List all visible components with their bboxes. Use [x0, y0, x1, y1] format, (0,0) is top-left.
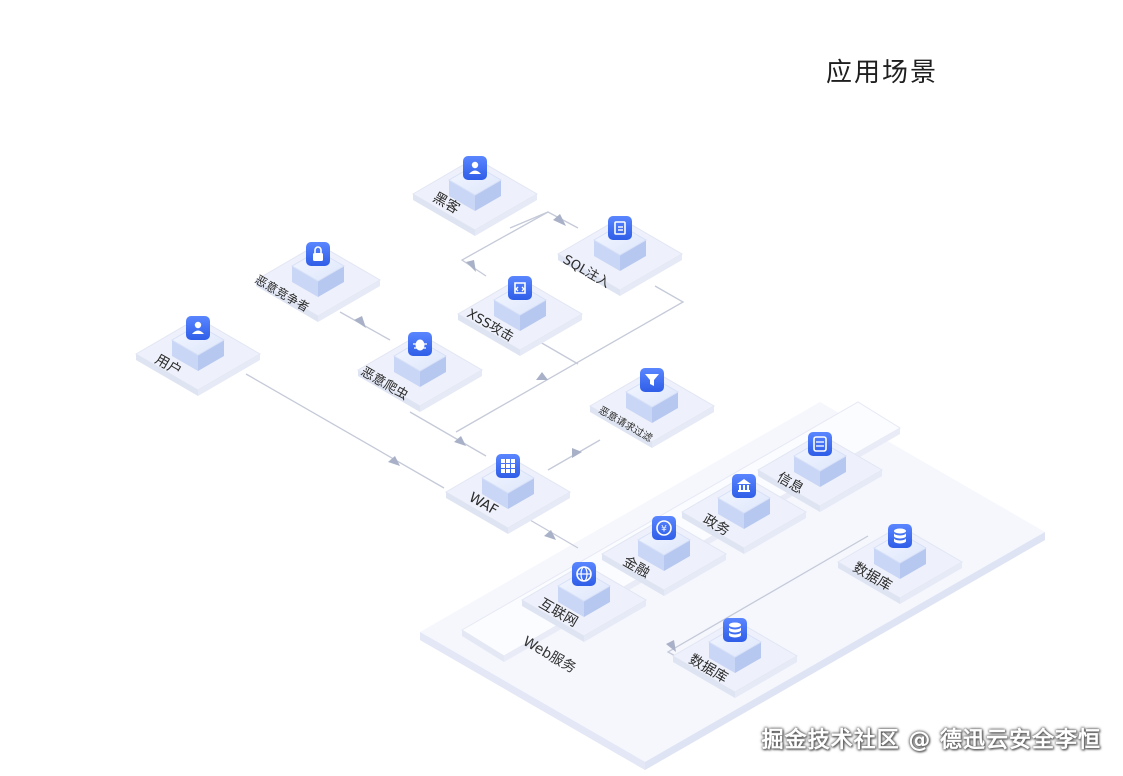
connections	[245, 211, 869, 663]
node-xss: XSS攻击	[457, 276, 583, 356]
node-gov: 政务	[681, 474, 807, 554]
coin-icon: ¥	[652, 516, 676, 540]
node-internet: 互联网	[521, 562, 647, 642]
arrowheads	[354, 214, 676, 652]
server-icon	[808, 432, 832, 456]
svg-text:¥: ¥	[661, 525, 667, 535]
arrow-crawler	[454, 436, 466, 446]
node-db1: 数据库	[837, 524, 963, 604]
document-icon	[608, 216, 632, 240]
globe-icon	[572, 562, 596, 586]
watermark: 掘金技术社区 @ 德迅云安全李恒	[761, 728, 1101, 753]
arrow-to-crawler	[354, 316, 366, 328]
node-sql: SQL注入	[557, 216, 683, 296]
arrow-filter	[572, 448, 582, 458]
node-db2: 数据库	[672, 618, 798, 698]
user-icon	[186, 316, 210, 340]
title: 应用场景	[826, 58, 939, 88]
database-icon	[723, 618, 747, 642]
web-service-region	[420, 402, 1045, 770]
database-icon	[888, 524, 912, 548]
node-waf: WAF	[445, 454, 571, 534]
bug-icon	[408, 332, 432, 356]
node-crawler: 恶意爬虫	[357, 332, 483, 412]
arrow-to-xss	[466, 260, 476, 272]
script-icon	[508, 276, 532, 300]
funnel-icon	[640, 368, 664, 392]
arrow-waf-out	[544, 530, 556, 540]
user-icon	[463, 156, 487, 180]
arrow-sql-down	[536, 372, 548, 380]
firewall-icon	[496, 454, 520, 478]
arrow-to-sql	[553, 214, 566, 226]
arrow-user	[388, 456, 400, 466]
node-user: 用户	[135, 316, 261, 396]
node-info: 信息	[757, 432, 883, 512]
lock-icon	[306, 242, 330, 266]
node-finance: ¥金融	[601, 516, 727, 596]
node-filter: 恶意请求过滤	[589, 368, 715, 448]
building-icon	[732, 474, 756, 498]
node-competitor: 恶意竞争者	[253, 242, 381, 322]
node-hacker: 黑客	[412, 156, 538, 236]
arrow-db	[666, 640, 676, 652]
